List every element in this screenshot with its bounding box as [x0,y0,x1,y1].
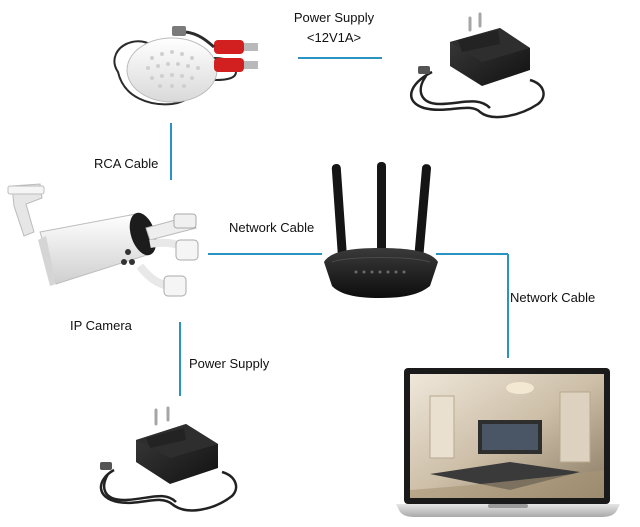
connector-lines [170,57,509,396]
bullet-ip-camera-icon [7,183,199,297]
power-supply-top-rating: <12V1A> [306,30,362,45]
power-adapter-bottom [99,406,238,512]
power-adapter-top [409,12,545,119]
ip-camera-label: IP Camera [70,318,132,333]
rca-cable-label: RCA Cable [94,156,159,171]
network-cable-right-label: Network Cable [510,290,596,305]
audio-microphone-icon [113,26,258,106]
power-supply-top-label: Power Supply <12V1A> [278,10,390,46]
network-cable-left-label: Network Cable [229,220,315,235]
power-supply-top-title: Power Supply [293,10,375,25]
wifi-router-icon [324,162,438,298]
laptop-icon [396,368,620,517]
power-supply-bottom-label: Power Supply [189,356,270,371]
